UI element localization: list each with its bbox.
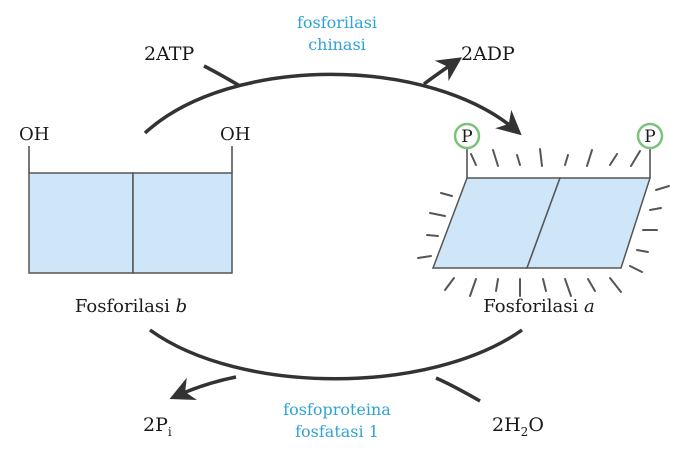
water-label-sub: 2 [521, 425, 529, 439]
phosphorylase-a-label: Fosforilasi a [483, 296, 594, 317]
pi-label-main: 2P [143, 414, 168, 436]
pi-output-arrow [169, 375, 237, 401]
oh-right-label: OH [220, 124, 250, 145]
top-enzyme-line2: chinasi [308, 35, 366, 54]
phosphorylase-a-letter: a [584, 296, 595, 317]
phosphorylase-a: P P Fosforilasi a [417, 122, 670, 317]
atp-input-branch [203, 64, 241, 88]
water-label: 2H2O [492, 414, 544, 439]
subunit-b-left [28, 172, 134, 274]
bottom-enzyme-line2: fosfatasi 1 [295, 422, 379, 441]
pi-label-sub: i [168, 425, 172, 439]
water-input-branch [435, 376, 481, 403]
top-enzyme-line1: fosforilasi [297, 13, 377, 32]
atp-label: 2ATP [144, 43, 194, 65]
phosphate-right-label: P [644, 127, 655, 147]
water-label-main: 2H [492, 414, 521, 436]
phosphate-left-label: P [461, 127, 472, 147]
phosphorylase-b: OH OH Fosforilasi b [19, 124, 250, 317]
adp-output-arrow [422, 57, 463, 86]
top-cycle-arc [143, 72, 522, 136]
phosphorylase-b-label: Fosforilasi b [75, 296, 187, 317]
phosphorylase-b-letter: b [176, 296, 188, 317]
glow-rays [417, 148, 670, 297]
adp-label: 2ADP [461, 43, 515, 65]
phosphorylase-a-name: Fosforilasi [483, 296, 578, 317]
oh-left-label: OH [19, 124, 49, 145]
subunit-a-right [525, 177, 652, 269]
bottom-cycle-arc [148, 328, 524, 381]
phosphorylase-b-name: Fosforilasi [75, 296, 170, 317]
water-label-tail: O [528, 414, 544, 436]
phosphate-right-ring [636, 122, 664, 150]
pi-label: 2Pi [143, 414, 172, 439]
phosphate-left-ring [453, 122, 481, 150]
subunit-b-right [132, 172, 233, 274]
bottom-enzyme-line1: fosfoproteina [283, 400, 391, 419]
